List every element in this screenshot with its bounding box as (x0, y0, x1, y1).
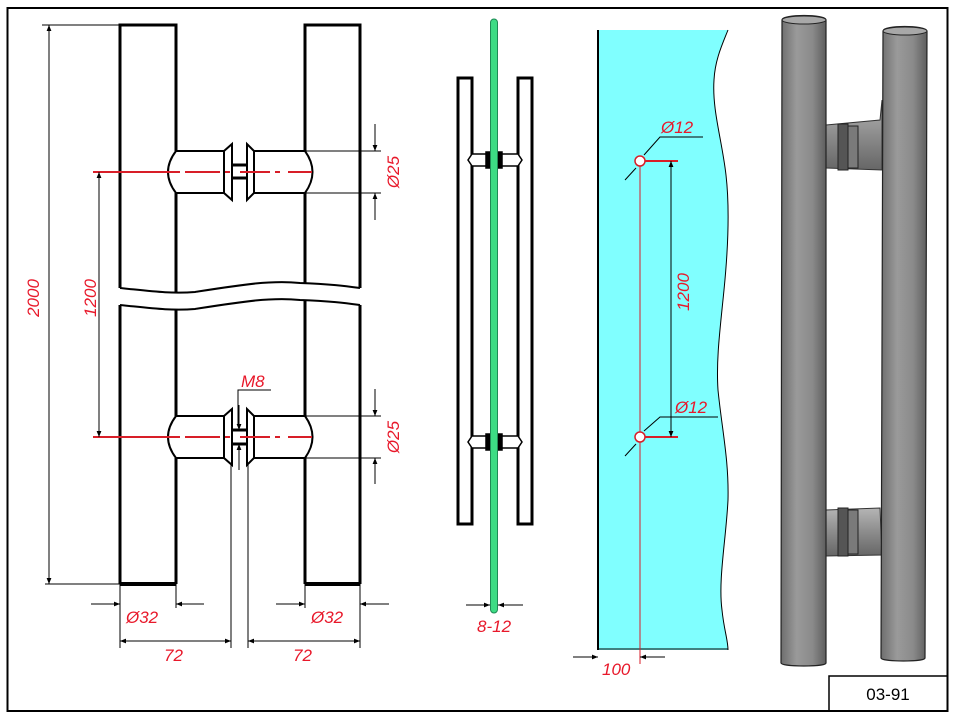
glass-edge (490, 18, 498, 614)
dim-standoff-diameter-top: Ø25 (384, 155, 403, 189)
dim-thread: M8 (241, 372, 265, 391)
break-lines (119, 281, 361, 311)
front-view: 2000 1200 Ø25 Ø25 M8 Ø32 Ø32 72 72 (24, 23, 403, 665)
side-bar-right (516, 76, 534, 526)
standoff-bottom (167, 406, 314, 468)
right-bar (303, 23, 362, 586)
dim-hole-spacing: 1200 (81, 279, 100, 317)
dim-offset-left: 72 (164, 646, 183, 665)
dim-offset-right: 72 (293, 646, 312, 665)
dim-edge-distance: 100 (602, 660, 631, 679)
side-view: 8-12 (456, 18, 534, 636)
dim-bar-diameter-left: Ø32 (125, 608, 159, 627)
glass-panel (598, 30, 729, 650)
side-standoffs (467, 151, 523, 451)
dim-hole-top: Ø12 (660, 118, 694, 137)
left-bar (118, 23, 178, 586)
drawing-code: 03-91 (866, 685, 909, 704)
drawing-frame (6, 7, 949, 712)
dim-hole-bottom: Ø12 (674, 398, 708, 417)
glass-view: Ø12 Ø12 1200 100 (573, 29, 729, 679)
dim-glass-thickness: 8-12 (477, 617, 512, 636)
dim-glass-hole-spacing: 1200 (674, 273, 693, 311)
centerlines (93, 171, 312, 438)
handle-3d-view (780, 14, 928, 667)
dim-overall-length: 2000 (24, 279, 43, 318)
bar-3d-left (780, 14, 827, 667)
glass-dimensions (573, 136, 718, 664)
standoff-top (167, 141, 314, 203)
bar-3d-right (880, 25, 928, 662)
dim-standoff-diameter-bottom: Ø25 (384, 420, 403, 454)
hole-top (634, 155, 646, 167)
title-block: 03-91 (828, 675, 948, 711)
hole-bottom (634, 431, 646, 443)
side-bar-left (456, 76, 474, 526)
dimension-lines (42, 24, 389, 648)
dim-bar-diameter-right: Ø32 (310, 608, 344, 627)
